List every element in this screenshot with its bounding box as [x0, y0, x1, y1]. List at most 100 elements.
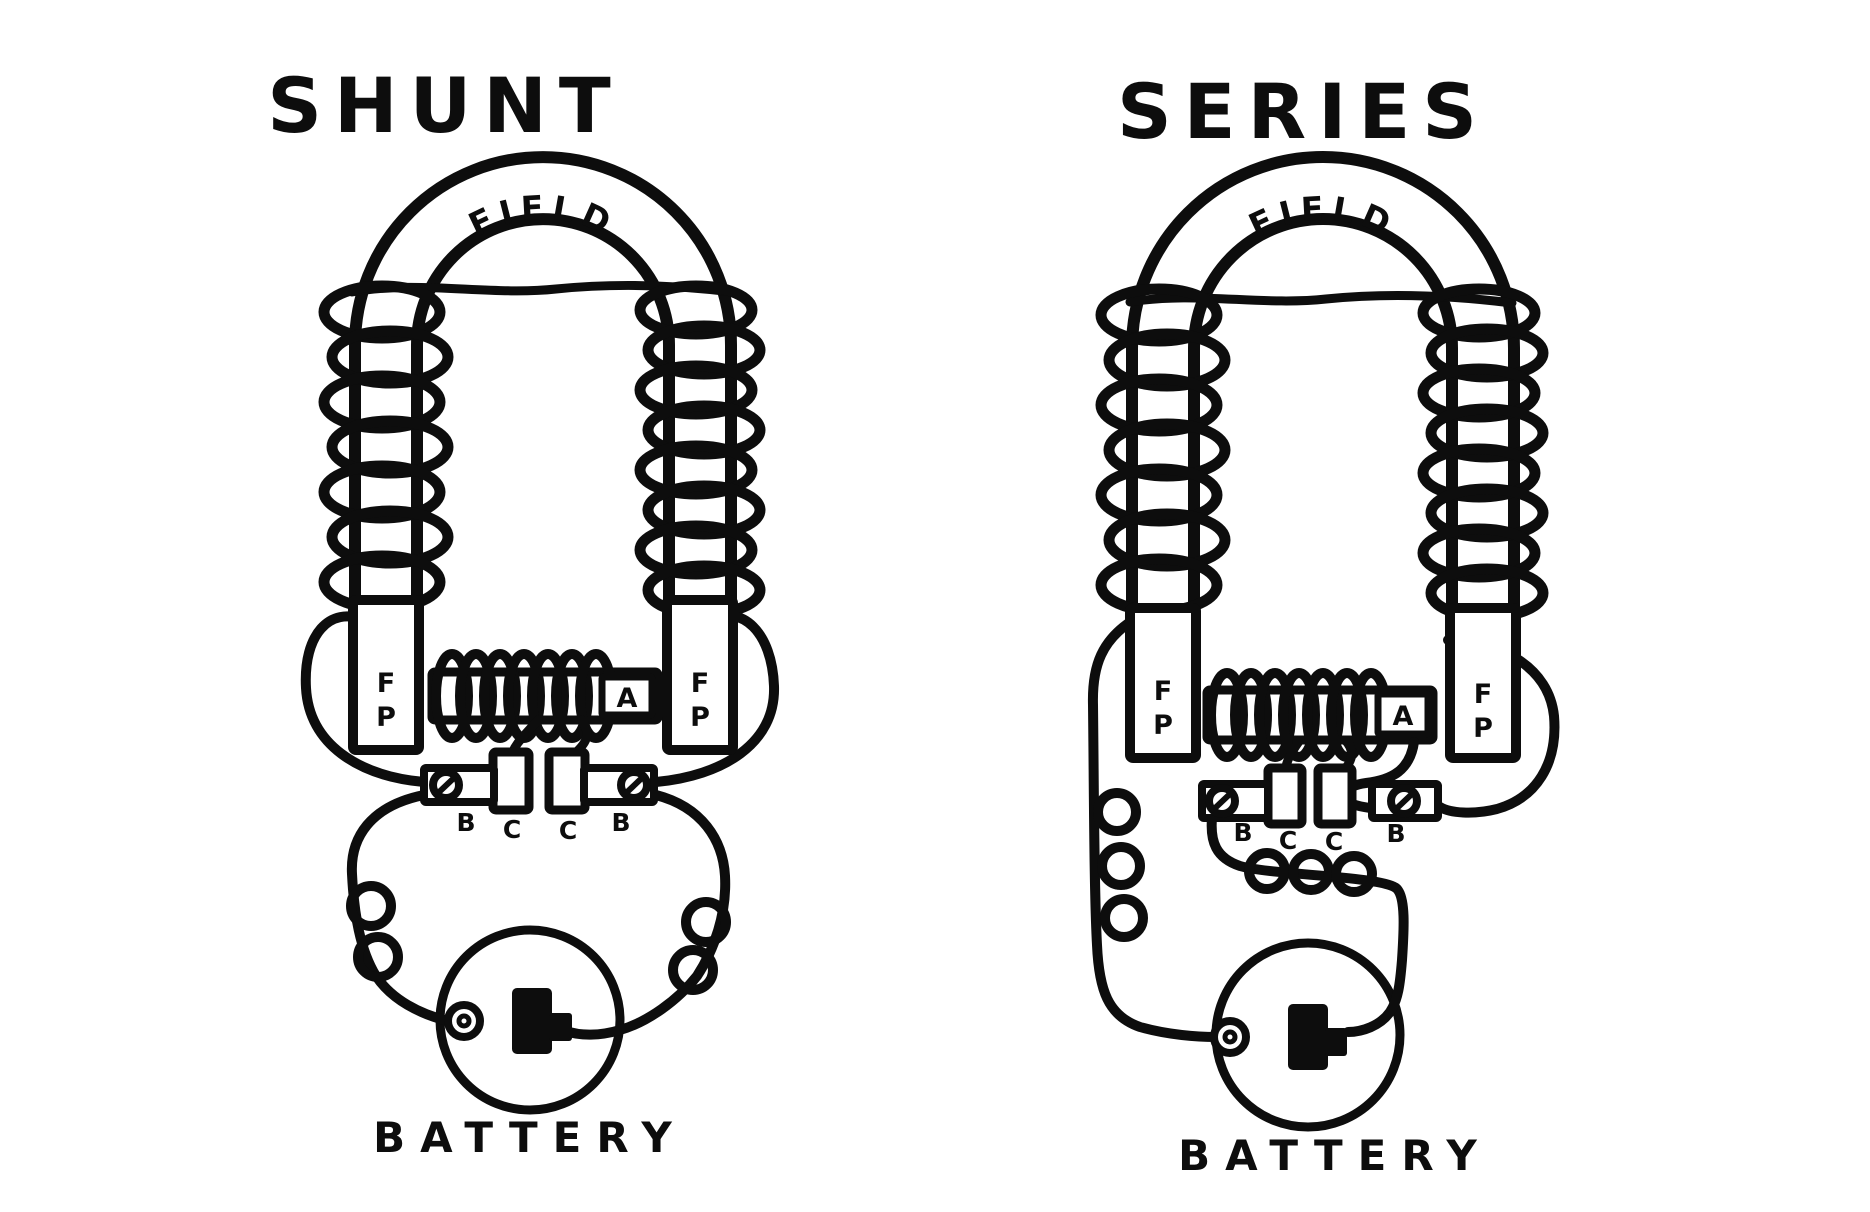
pole-label-f: F: [1154, 676, 1172, 707]
coil-turn: [634, 280, 758, 340]
terminal-label-b-left: B: [456, 808, 475, 837]
diagram-title: SHUNT: [267, 61, 623, 150]
coil-turn: [318, 280, 446, 344]
shunt-wire-left: [300, 611, 429, 787]
pole-piece-left: [348, 595, 424, 755]
coil-turn: [642, 400, 766, 460]
coil-turn: [1425, 403, 1549, 463]
coil-turn: [326, 505, 454, 569]
pole-label-p: P: [1153, 710, 1173, 741]
commutator-segment-left: [488, 747, 534, 815]
field-coil-right: [1417, 283, 1549, 623]
terminal-label-b-right: B: [611, 808, 630, 837]
coil-turn: [1254, 668, 1296, 762]
terminal-label-c-right: C: [1325, 827, 1343, 856]
field-coil-right: [634, 280, 766, 620]
armature-label-box: [598, 673, 656, 719]
coil-turn: [1278, 668, 1320, 762]
wire-curl: [681, 897, 731, 947]
coil-turn: [642, 320, 766, 380]
coil-turn: [1425, 483, 1549, 543]
coil-turn: [318, 460, 446, 524]
shunt-diagram: SHUNT FIELD F P F P: [267, 61, 780, 1162]
wire-curl: [346, 881, 396, 931]
coil-turn: [1103, 328, 1231, 392]
pole-label-p: P: [690, 702, 710, 733]
coil-turn: [634, 440, 758, 500]
screw-slot: [1392, 789, 1417, 813]
coil-turn: [634, 360, 758, 420]
coil-turn: [1095, 373, 1223, 437]
wire-curl: [353, 932, 403, 982]
coil-turn: [431, 649, 473, 743]
battery-terminal: [1210, 1017, 1250, 1057]
screw-slot: [434, 773, 459, 797]
battery-terminal-center: [456, 1013, 472, 1029]
screw-slot: [1210, 789, 1235, 813]
pole-label-p: P: [376, 702, 396, 733]
field-magnet-core: [361, 163, 725, 618]
screw-slot: [622, 773, 647, 797]
coil-turn: [1103, 418, 1231, 482]
battery-carbon-tab: [549, 1013, 572, 1041]
armature: A: [427, 649, 663, 743]
shunt-wire-right: [651, 610, 780, 787]
series-diagram: SERIES FIELD F P F P: [1087, 67, 1560, 1180]
coil-turn: [479, 649, 521, 743]
coil-turn: [1417, 283, 1541, 343]
pole-piece-right: [662, 595, 738, 755]
coil-turn: [642, 480, 766, 540]
terminal-label-b-right: B: [1386, 819, 1405, 848]
commutator-segment-left: [1263, 763, 1307, 829]
battery-wire-left: [346, 790, 453, 1026]
armature-label: A: [617, 683, 638, 714]
field-coil-left: [318, 280, 454, 614]
terminal-label-c-left: C: [1279, 826, 1297, 855]
pole-label-f: F: [691, 668, 709, 699]
coil-turn: [1095, 463, 1223, 527]
armature-label: A: [1393, 701, 1414, 732]
coil-turn: [551, 649, 593, 743]
armature-winding: [431, 649, 617, 743]
armature-label-box: [1374, 690, 1432, 738]
coil-turn: [1425, 323, 1549, 383]
coil-turn: [1095, 283, 1223, 347]
coil-turn: [1230, 668, 1272, 762]
armature: A: [1202, 668, 1438, 762]
battery-carbon: [512, 988, 552, 1054]
terminal-label-c-right: C: [559, 816, 577, 845]
diagram-title: SERIES: [1117, 67, 1489, 156]
battery-label: BATTERY: [373, 1113, 687, 1162]
coil-turn: [1417, 363, 1541, 423]
wire-curl: [1244, 848, 1290, 894]
coil-turn: [326, 415, 454, 479]
coil-turn: [455, 649, 497, 743]
commutator-segment-right: [544, 747, 590, 815]
terminal-label-b-left: B: [1233, 818, 1252, 847]
wire-curl: [1288, 849, 1334, 895]
battery-terminal-center: [1222, 1029, 1238, 1045]
coil-turn: [318, 370, 446, 434]
battery-wire-right: [561, 790, 731, 1040]
commutator-segment-right: [1313, 763, 1357, 829]
coil-turn: [1417, 523, 1541, 583]
battery-carbon-tab: [1325, 1028, 1347, 1056]
battery-terminal: [444, 1001, 484, 1041]
battery-carbon: [1288, 1004, 1328, 1070]
coil-turn: [1206, 668, 1248, 762]
battery-wire-right: [1206, 813, 1409, 1037]
field-coil-left: [1095, 283, 1231, 617]
coil-turn: [1302, 668, 1344, 762]
series-wire-left: [1087, 611, 1221, 1042]
wire-curl: [1100, 894, 1148, 942]
field-magnet-core: [1138, 163, 1508, 618]
terminal-label-c-left: C: [503, 815, 521, 844]
pole-piece-left: [1125, 603, 1201, 763]
coil-turn: [527, 649, 569, 743]
wire-curl: [1093, 788, 1141, 836]
pole-label-p: P: [1473, 713, 1493, 744]
coil-turn: [1417, 443, 1541, 503]
pole-piece-right: [1445, 603, 1521, 763]
coil-turn: [326, 325, 454, 389]
